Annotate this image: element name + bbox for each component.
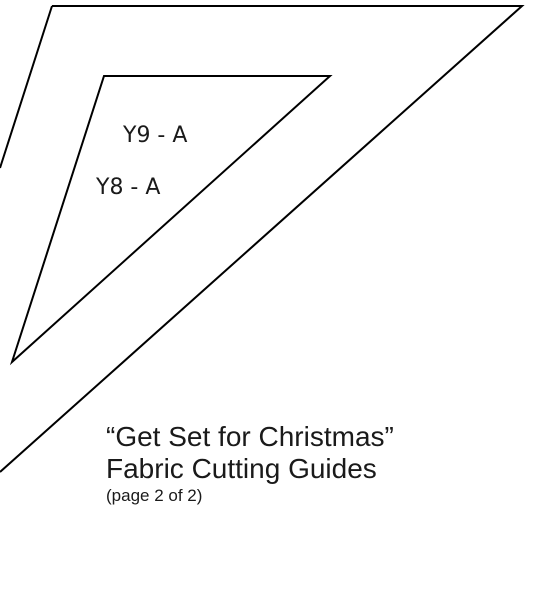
caption-subtitle: (page 2 of 2) (106, 486, 203, 505)
outer-triangle-y9-outline (0, 5, 525, 473)
caption-block: “Get Set for Christmas” Fabric Cutting G… (106, 421, 394, 507)
inner-triangle-y8-outline (9, 75, 333, 366)
piece-label-y8: Y8 - A (96, 175, 161, 200)
caption-title-line1: “Get Set for Christmas” (106, 421, 394, 452)
caption-title-line2: Fabric Cutting Guides (106, 453, 377, 484)
piece-label-y9: Y9 - A (123, 123, 188, 148)
